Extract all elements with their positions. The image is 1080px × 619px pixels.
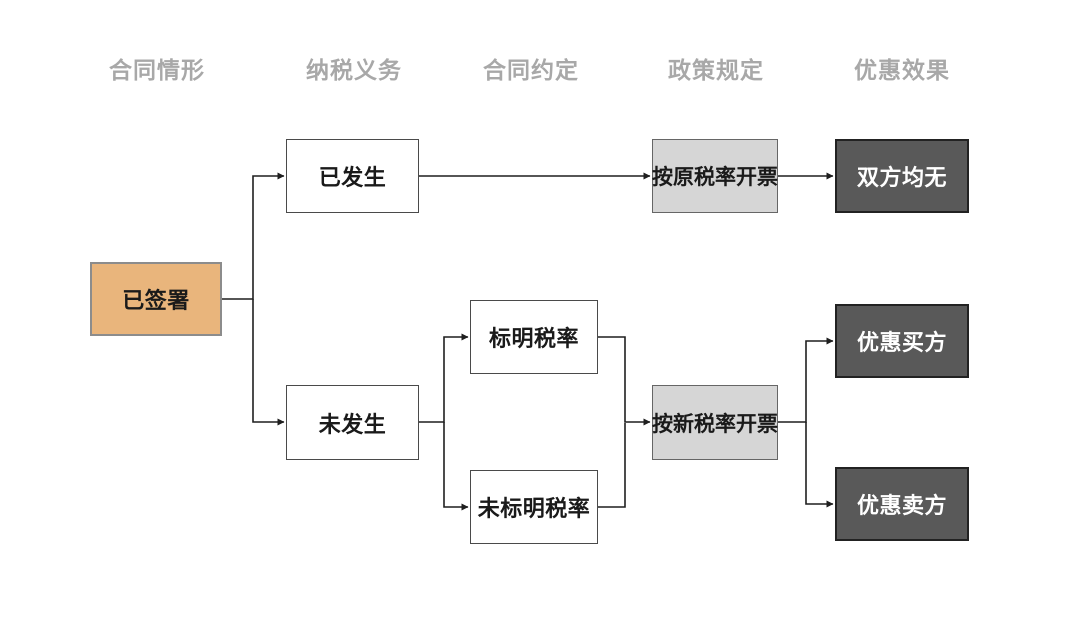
connector-not-occurred-to-rate-stated [419, 333, 469, 423]
node-signed: 已签署 [90, 262, 222, 336]
column-header-contract-situation: 合同情形 [109, 57, 205, 83]
connector-invoice-new-to-benefit-buyer [778, 337, 834, 423]
node-invoice-new-rate: 按新税率开票 [652, 385, 778, 460]
connector-not-occurred-to-rate-not-stated [443, 422, 469, 511]
column-header-policy-provision: 政策规定 [668, 57, 764, 83]
node-neither-party: 双方均无 [835, 139, 969, 213]
node-occurred: 已发生 [286, 139, 419, 213]
column-header-contract-stipulation: 合同约定 [483, 57, 579, 83]
connector-invoice-new-to-benefit-seller [805, 422, 834, 508]
node-rate-not-stated: 未标明税率 [470, 470, 598, 544]
node-invoice-original-rate: 按原税率开票 [652, 139, 778, 213]
node-not-occurred: 未发生 [286, 385, 419, 460]
column-header-benefit-effect: 优惠效果 [854, 57, 950, 83]
node-benefit-buyer: 优惠买方 [835, 304, 969, 378]
connector-rate-not-stated-to-invoice-new [598, 423, 626, 508]
connector-rate-stated-to-invoice-new [598, 336, 651, 426]
connector-signed-to-occurred [222, 172, 285, 300]
node-benefit-seller: 优惠卖方 [835, 467, 969, 541]
node-rate-stated: 标明税率 [470, 300, 598, 374]
connector-signed-to-not-occurred [252, 299, 285, 426]
column-header-tax-obligation: 纳税义务 [306, 57, 402, 83]
